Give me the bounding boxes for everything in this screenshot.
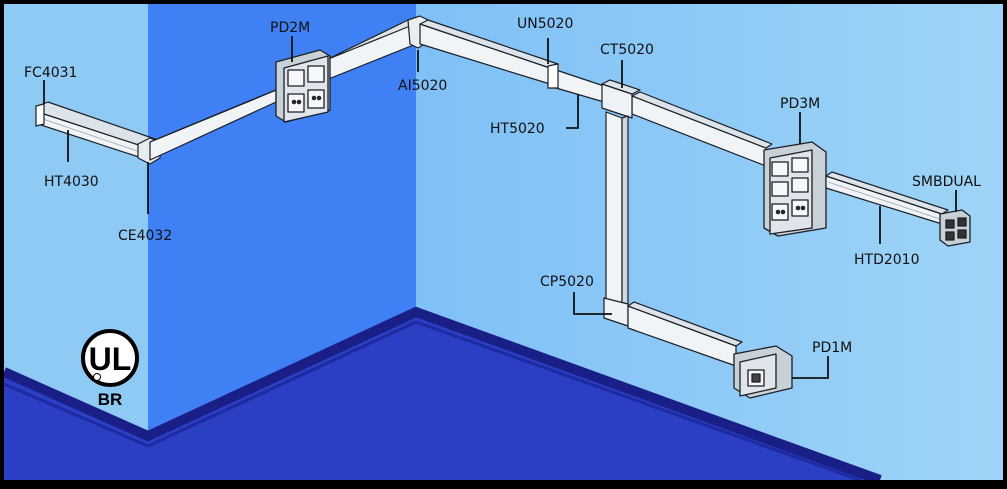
ul-region-text: BR bbox=[98, 390, 123, 409]
leader-ht5020 bbox=[566, 94, 579, 129]
floor-edge bbox=[1, 306, 882, 485]
label-pd3m: PD3M bbox=[780, 96, 820, 112]
end-cap-fc4031 bbox=[35, 103, 45, 127]
ul-certification-logo: UL BR bbox=[81, 329, 139, 409]
leader-lines bbox=[43, 36, 957, 379]
label-pd1m: PD1M bbox=[812, 340, 852, 356]
ul-logo-text: UL bbox=[89, 341, 132, 377]
label-un5020: UN5020 bbox=[517, 16, 573, 32]
label-ht4030: HT4030 bbox=[44, 174, 99, 190]
label-ce4032: CE4032 bbox=[118, 228, 172, 244]
duct-htd2010 bbox=[825, 171, 949, 225]
duct-vertical bbox=[605, 111, 629, 307]
floor-line-inner bbox=[3, 320, 861, 482]
box-pd2m bbox=[275, 49, 331, 123]
label-cp5020: CP5020 bbox=[540, 274, 594, 290]
label-ct5020: CT5020 bbox=[600, 42, 654, 58]
label-fc4031: FC4031 bbox=[24, 65, 77, 81]
leader-cp5020 bbox=[573, 292, 612, 315]
label-smbdual: SMBDUAL bbox=[912, 174, 981, 190]
label-pd2m: PD2M bbox=[270, 20, 310, 36]
box-pd3m bbox=[763, 141, 827, 237]
tee-ct5020 bbox=[601, 79, 641, 119]
label-ht5020: HT5020 bbox=[490, 121, 545, 137]
coupler-un5020 bbox=[547, 63, 559, 89]
label-htd2010: HTD2010 bbox=[854, 252, 920, 268]
box-pd1m bbox=[733, 345, 793, 399]
leader-pd1m bbox=[792, 356, 829, 379]
center-wall bbox=[148, 4, 416, 436]
duct-bottom bbox=[627, 301, 743, 367]
floor bbox=[4, 312, 880, 480]
box-smbdual bbox=[939, 209, 971, 247]
label-ai5020: AI5020 bbox=[398, 78, 447, 94]
